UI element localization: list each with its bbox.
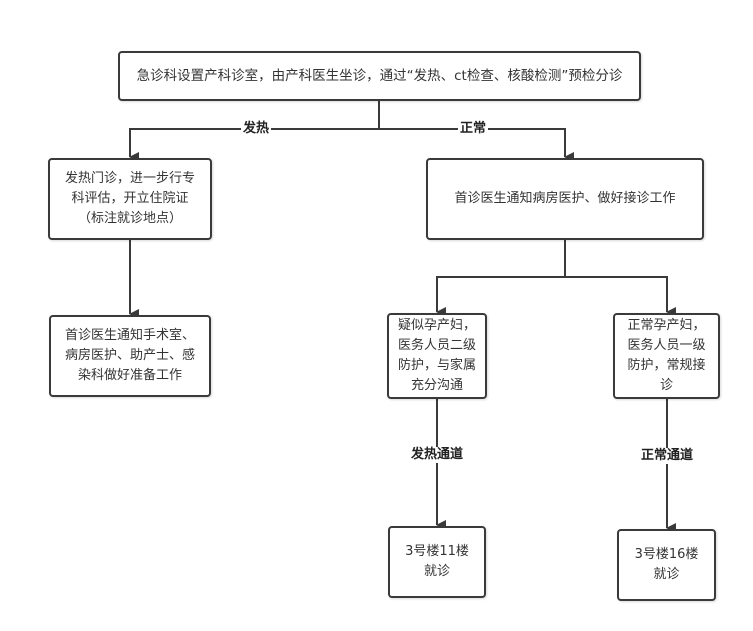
building-11-text: 3号楼11楼就诊 [405,544,469,579]
fever-clinic-node: 发热门诊，进一步行专科评估，开立住院证（标注就诊地点） [48,158,212,240]
edge-label-fever: 发热 [240,121,272,137]
suspected-node: 疑似孕产妇，医务人员二级防护，与家属充分沟通 [387,313,487,399]
connector-to-fever-clinic [129,128,379,162]
building-16-text: 3号楼16楼就诊 [634,547,699,582]
notify-ward-text: 首诊医生通知病房医护、做好接诊工作 [454,191,676,206]
normal-text: 正常孕产妇，医务人员一级防护，常规接诊 [627,318,706,393]
notify-or-node: 首诊医生通知手术室、病房医护、助产士、感染科做好准备工作 [49,315,211,397]
connector-to-normal [565,276,676,317]
edge-label-fever-channel: 发热通道 [408,447,466,463]
start-node: 急诊科设置产科诊室，由产科医生坐诊，通过“发热、ct检查、核酸检测”预检分诊 [118,51,641,101]
fever-clinic-text: 发热门诊，进一步行专科评估，开立住院证（标注就诊地点） [64,171,195,226]
edge-label-normal-channel: 正常通道 [638,448,696,464]
connector-to-suspected [436,276,565,317]
suspected-text: 疑似孕产妇，医务人员二级防护，与家属充分沟通 [397,318,476,393]
building-16-node: 3号楼16楼就诊 [617,529,716,601]
start-node-text: 急诊科设置产科诊室，由产科医生坐诊，通过“发热、ct检查、核酸检测”预检分诊 [136,68,623,84]
notify-or-text: 首诊医生通知手术室、病房医护、助产士、感染科做好准备工作 [64,328,195,383]
notify-ward-node: 首诊医生通知病房医护、做好接诊工作 [426,158,704,240]
normal-node: 正常孕产妇，医务人员一级防护，常规接诊 [613,313,720,399]
building-11-node: 3号楼11楼就诊 [388,526,486,598]
connector-to-notify-ward [379,128,574,162]
edge-label-normal: 正常 [457,121,489,137]
